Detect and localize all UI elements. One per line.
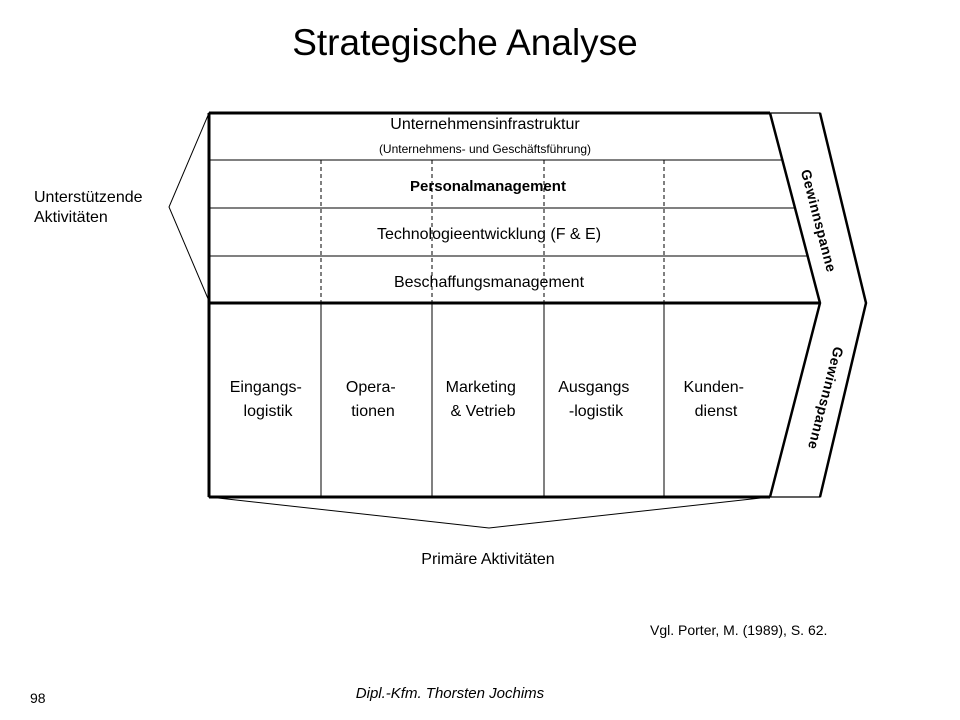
primary-activity-outbound-logistics: Ausgangs -logistik — [558, 379, 634, 420]
value-chain-outline — [208, 112, 867, 498]
support-activity-infrastructure: Unternehmensinfrastruktur — [390, 116, 580, 133]
margin-inner-line — [768, 112, 822, 498]
support-activity-technology: Technologieentwicklung (F & E) — [377, 226, 601, 243]
primary-bracket — [208, 496, 771, 529]
primary-activity-operations: Opera- tionen — [346, 379, 400, 420]
support-activity-procurement: Beschaffungsmanagement — [394, 274, 585, 291]
margin-label-top: Gewinnspanne — [798, 168, 840, 274]
support-activity-hr: Personalmanagement — [410, 178, 566, 195]
citation: Vgl. Porter, M. (1989), S. 62. — [650, 622, 828, 638]
primary-activity-customer-service: Kunden- dienst — [684, 379, 749, 420]
slide-title: Strategische Analyse — [292, 22, 638, 63]
author-footer: Dipl.-Kfm. Thorsten Jochims — [355, 685, 545, 702]
support-label-text: Unterstützende Aktivitäten — [34, 189, 143, 226]
primary-activity-inbound-logistics: Eingangs- logistik — [230, 379, 307, 420]
support-bracket — [168, 112, 210, 302]
page-number: 98 — [30, 690, 46, 706]
margin-label-bottom: Gewinnspanne — [805, 345, 847, 451]
support-activity-infrastructure-sublabel: (Unternehmens- und Geschäftsführung) — [379, 142, 591, 156]
margin-outer-line — [818, 112, 868, 498]
primary-activities-label: Primäre Aktivitäten — [421, 551, 555, 568]
primary-activity-marketing-sales: Marketing & Vetrieb — [446, 379, 521, 420]
support-activities-label: Unterstützende Aktivitäten — [34, 188, 174, 228]
